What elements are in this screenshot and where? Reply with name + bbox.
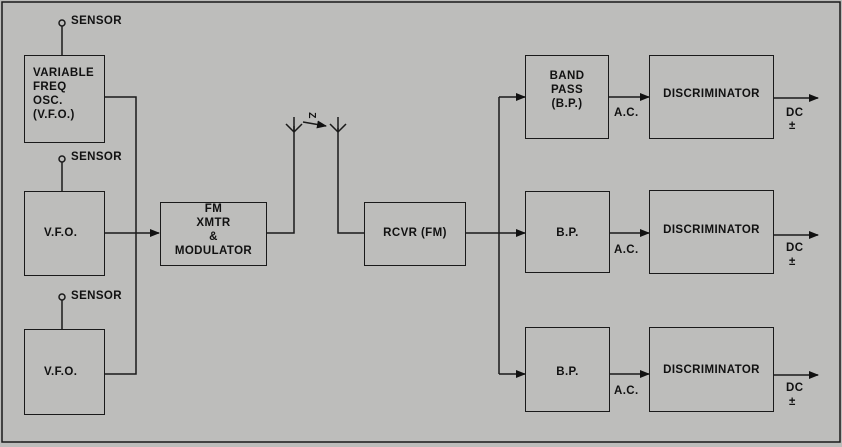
sensor-label-3: SENSOR [71, 290, 122, 302]
bp-bot-label: B.P. [556, 366, 579, 378]
dc-label-bot: DC [786, 382, 804, 394]
pm-label-bot: ± [789, 396, 796, 408]
vfo-bus-wire [104, 96, 137, 375]
xmtr-line-4: MODULATOR [174, 245, 253, 257]
rcvr-label: RCVR (FM) [383, 227, 447, 239]
sensor-label-1: SENSOR [71, 15, 122, 27]
pm-label-top: ± [789, 120, 796, 132]
pm-label-mid: ± [789, 256, 796, 268]
xmtr-line-2: XMTR [196, 217, 231, 229]
bp-mid-box [525, 191, 610, 273]
disc-mid-box [649, 190, 774, 274]
xmtr-box [160, 202, 267, 266]
disc-top-box [649, 55, 774, 139]
sensor-label-2: SENSOR [71, 151, 122, 163]
vfo-top-line-4: (V.F.O.) [33, 109, 75, 121]
bp-top-line-1: BAND [549, 70, 585, 82]
radio-link-arrow [302, 120, 327, 129]
disc-bot-box [649, 327, 774, 412]
dc-label-mid: DC [786, 242, 804, 254]
bp-top-box [525, 55, 609, 139]
vfo-mid-box [24, 191, 105, 276]
bp-top-line-3: (B.P.) [551, 98, 583, 110]
vfo-top-line-1: VARIABLE [33, 67, 95, 79]
sensor-terminal-1 [58, 19, 66, 27]
xmtr-to-antenna-wire [266, 126, 295, 234]
antenna-to-rcvr-wire [337, 128, 364, 234]
radio-link-label: Z [305, 112, 317, 119]
vfo-top-box [24, 55, 105, 143]
disc-mid-label: DISCRIMINATOR [663, 224, 760, 236]
disc-top-label: DISCRIMINATOR [663, 88, 760, 100]
tx-antenna-symbol [285, 117, 303, 134]
vfo-bot-label: V.F.O. [44, 366, 78, 378]
ac-label-bot: A.C. [614, 385, 639, 397]
dc-label-top: DC [786, 107, 804, 119]
bp-mid-label: B.P. [556, 227, 579, 239]
vfo-mid-label: V.F.O. [44, 227, 78, 239]
disc-bot-label: DISCRIMINATOR [663, 364, 760, 376]
sensor-terminal-3 [58, 293, 66, 301]
xmtr-line-3: & [209, 231, 218, 243]
xmtr-line-1: FM [204, 203, 223, 215]
ac-label-mid: A.C. [614, 244, 639, 256]
vfo-bot-box [24, 329, 105, 415]
ac-label-top: A.C. [614, 107, 639, 119]
bp-bot-box [525, 327, 610, 412]
bp-top-line-2: PASS [550, 84, 584, 96]
vfo-top-line-3: OSC. [33, 95, 63, 107]
sensor-terminal-2 [58, 155, 66, 163]
vfo-top-line-2: FREQ [33, 81, 67, 93]
rcvr-box [364, 202, 466, 266]
